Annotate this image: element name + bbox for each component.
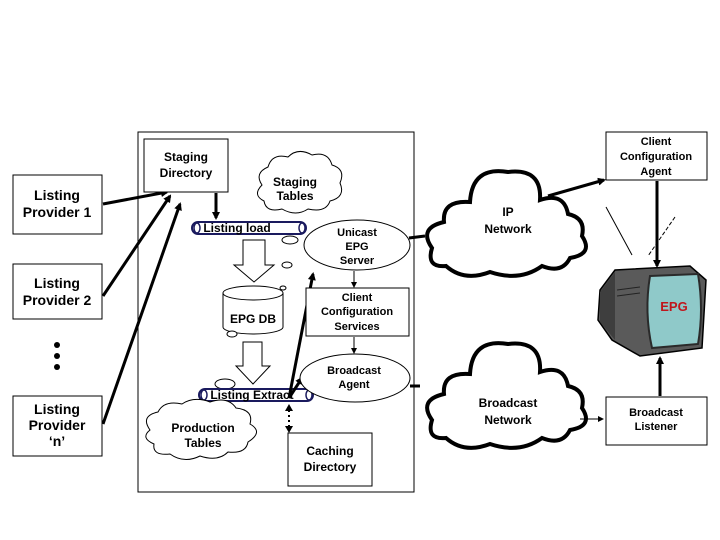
svg-text:Caching: Caching xyxy=(306,444,353,458)
svg-text:Staging: Staging xyxy=(273,175,317,189)
client-configuration-agent[interactable]: Client Configuration Agent xyxy=(605,131,708,181)
production-tables-cloud[interactable]: Production Tables xyxy=(145,398,257,460)
bubble xyxy=(226,330,238,338)
flow-arrow-db-extract xyxy=(234,341,272,385)
ellipsis-dots xyxy=(54,342,60,370)
antenna-right xyxy=(647,216,676,257)
svg-text:Configuration: Configuration xyxy=(620,151,692,163)
svg-text:Services: Services xyxy=(334,321,379,333)
svg-text:Listener: Listener xyxy=(635,421,679,433)
svg-text:Directory: Directory xyxy=(160,166,213,180)
listing-provider-2[interactable]: Listing Provider 2 xyxy=(12,263,103,320)
svg-text:Broadcast: Broadcast xyxy=(629,407,683,419)
client-configuration-services[interactable]: Client Configuration Services xyxy=(305,287,410,337)
arrow-providern-staging xyxy=(101,202,182,425)
svg-text:Server: Server xyxy=(340,255,375,267)
svg-text:Directory: Directory xyxy=(304,460,357,474)
unicast-epg-server[interactable]: Unicast EPG Server xyxy=(303,219,411,271)
svg-text:Configuration: Configuration xyxy=(321,306,393,318)
broadcast-listener[interactable]: Broadcast Listener xyxy=(605,396,708,446)
arrow-provider2-staging xyxy=(101,194,172,297)
svg-text:Listing Extract: Listing Extract xyxy=(210,388,293,402)
broadcast-agent[interactable]: Broadcast Agent xyxy=(299,353,411,403)
arrow-extract-broadcast xyxy=(287,376,304,399)
svg-text:Tables: Tables xyxy=(276,189,313,203)
svg-text:EPG: EPG xyxy=(345,241,368,253)
svg-text:EPG DB: EPG DB xyxy=(230,312,276,326)
listing-provider-1[interactable]: Listing Provider 1 xyxy=(12,174,103,235)
svg-text:Network: Network xyxy=(484,413,532,427)
bubble xyxy=(281,235,299,245)
svg-text:Provider 1: Provider 1 xyxy=(23,204,92,220)
svg-text:IP: IP xyxy=(502,205,513,219)
svg-text:Staging: Staging xyxy=(164,150,208,164)
tv-set-icon: EPG xyxy=(597,265,707,357)
svg-text:Broadcast: Broadcast xyxy=(479,396,538,410)
flow-arrow-load-db xyxy=(232,239,276,283)
arrow-provider1-staging xyxy=(102,189,169,206)
bubble xyxy=(281,261,293,269)
svg-text:Unicast: Unicast xyxy=(337,227,377,239)
staging-tables-cloud[interactable]: Staging Tables xyxy=(257,151,343,214)
listing-provider-n[interactable]: Listing Provider ‘n’ xyxy=(12,395,103,457)
svg-text:Client: Client xyxy=(641,136,672,148)
svg-text:Provider 2: Provider 2 xyxy=(23,292,92,308)
svg-text:Listing: Listing xyxy=(34,187,80,203)
tv-epg-label: EPG xyxy=(660,299,687,314)
staging-directory[interactable]: Staging Directory xyxy=(143,138,229,193)
listing-load-pipe[interactable]: Listing load xyxy=(191,221,307,235)
svg-text:Network: Network xyxy=(484,222,532,236)
svg-text:‘n’: ‘n’ xyxy=(49,433,65,449)
epg-db-cylinder[interactable]: EPG DB xyxy=(222,285,284,335)
svg-text:Provider: Provider xyxy=(29,417,86,433)
svg-text:Tables: Tables xyxy=(184,436,221,450)
broadcast-network-cloud[interactable]: Broadcast Network xyxy=(425,341,588,450)
arrow-ip-agent xyxy=(547,177,606,198)
svg-text:Client: Client xyxy=(342,292,373,304)
link-unicast-ip xyxy=(408,234,426,240)
svg-text:Agent: Agent xyxy=(640,166,672,178)
svg-text:Listing load: Listing load xyxy=(203,221,270,235)
svg-text:Production: Production xyxy=(171,421,234,435)
listing-extract-pipe[interactable]: Listing Extract xyxy=(198,388,314,402)
ip-network-cloud[interactable]: IP Network xyxy=(425,169,588,278)
bubble xyxy=(279,285,287,291)
svg-text:Agent: Agent xyxy=(338,379,370,391)
antenna-left xyxy=(605,206,633,256)
caching-directory[interactable]: Caching Directory xyxy=(287,432,373,487)
svg-text:Listing: Listing xyxy=(34,275,80,291)
svg-text:Broadcast: Broadcast xyxy=(327,365,381,377)
svg-text:Listing: Listing xyxy=(34,401,80,417)
